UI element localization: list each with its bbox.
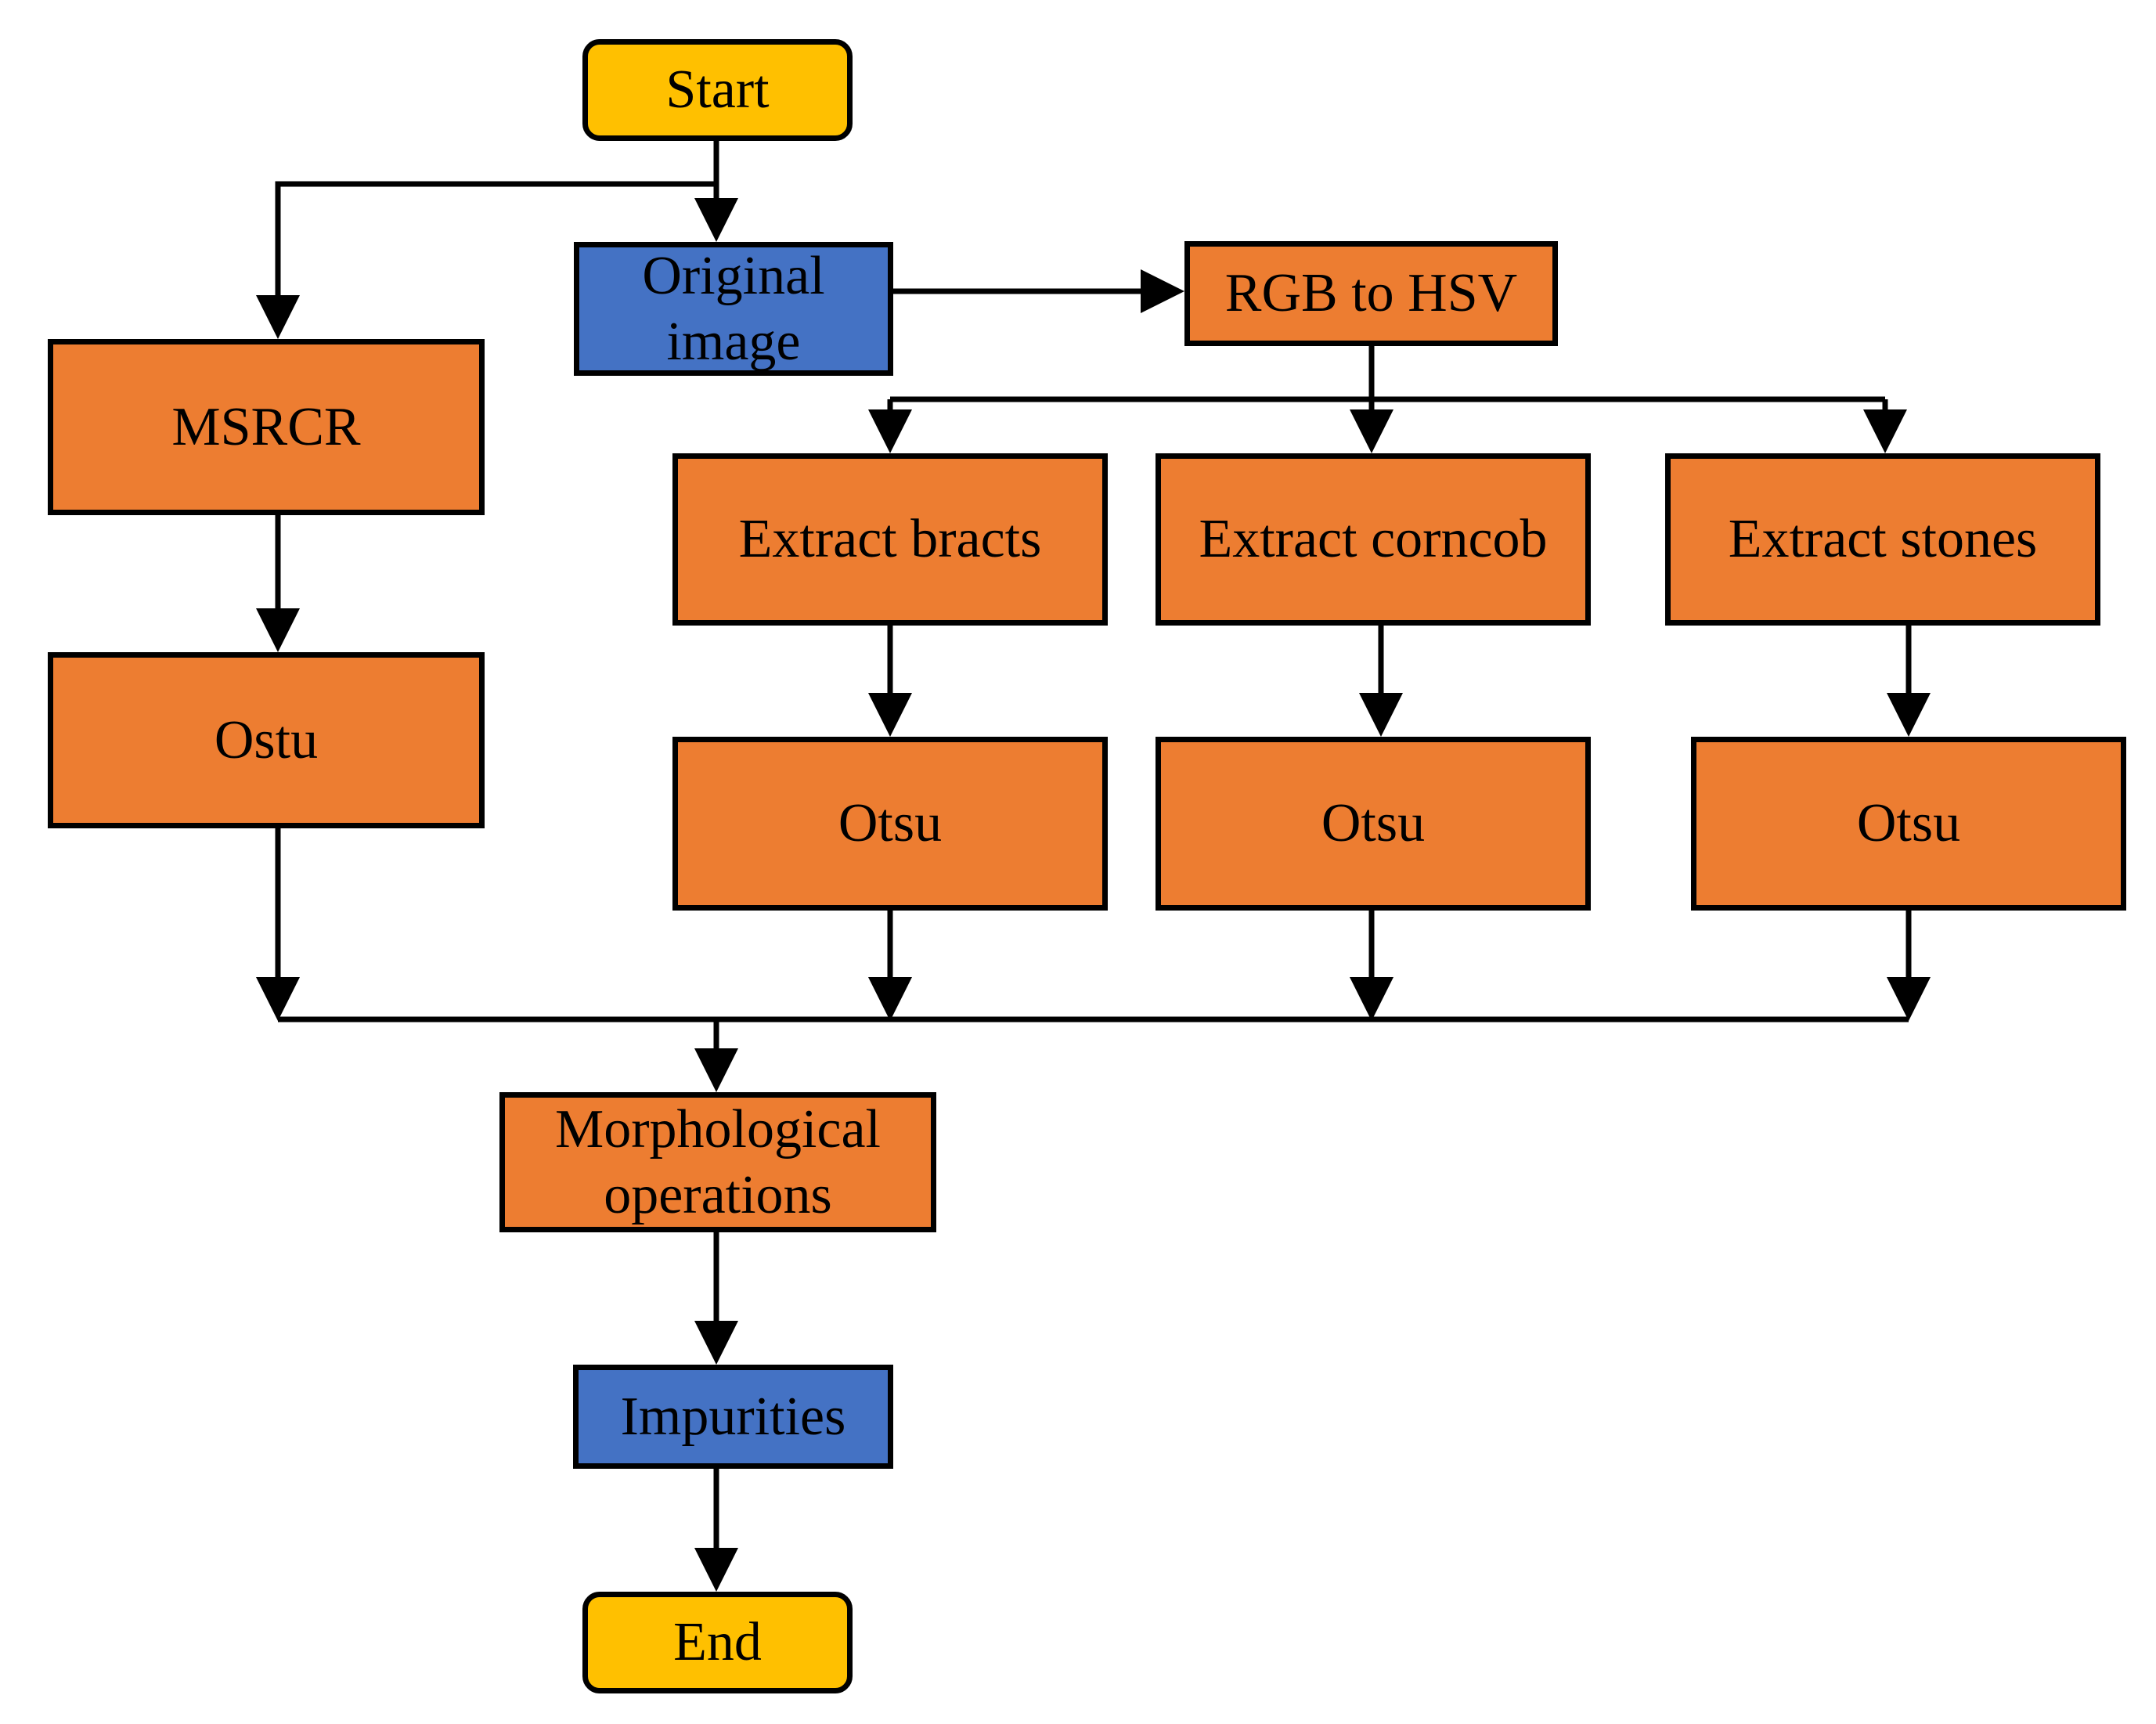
rgb-to-hsv-node: RGB to HSV [1184, 241, 1558, 346]
start-node: Start [582, 39, 853, 141]
extract-corncob-node: Extract corncob [1156, 453, 1591, 626]
extract-bracts-node: Extract bracts [672, 453, 1108, 626]
otsu-bracts-node: Otsu [672, 737, 1108, 911]
original-image-node: Original image [574, 242, 893, 376]
impurities-node: Impurities [573, 1365, 893, 1469]
extract-stones-node: Extract stones [1665, 453, 2100, 626]
edge-start-msrcr [256, 181, 716, 339]
end-node: End [582, 1592, 853, 1693]
otsu-stones-node: Otsu [1691, 737, 2126, 911]
otsu-corncob-node: Otsu [1156, 737, 1591, 911]
morphological-operations-node: Morphological operations [499, 1092, 936, 1232]
msrcr-node: MSRCR [48, 339, 485, 515]
ostu-node: Ostu [48, 652, 485, 828]
